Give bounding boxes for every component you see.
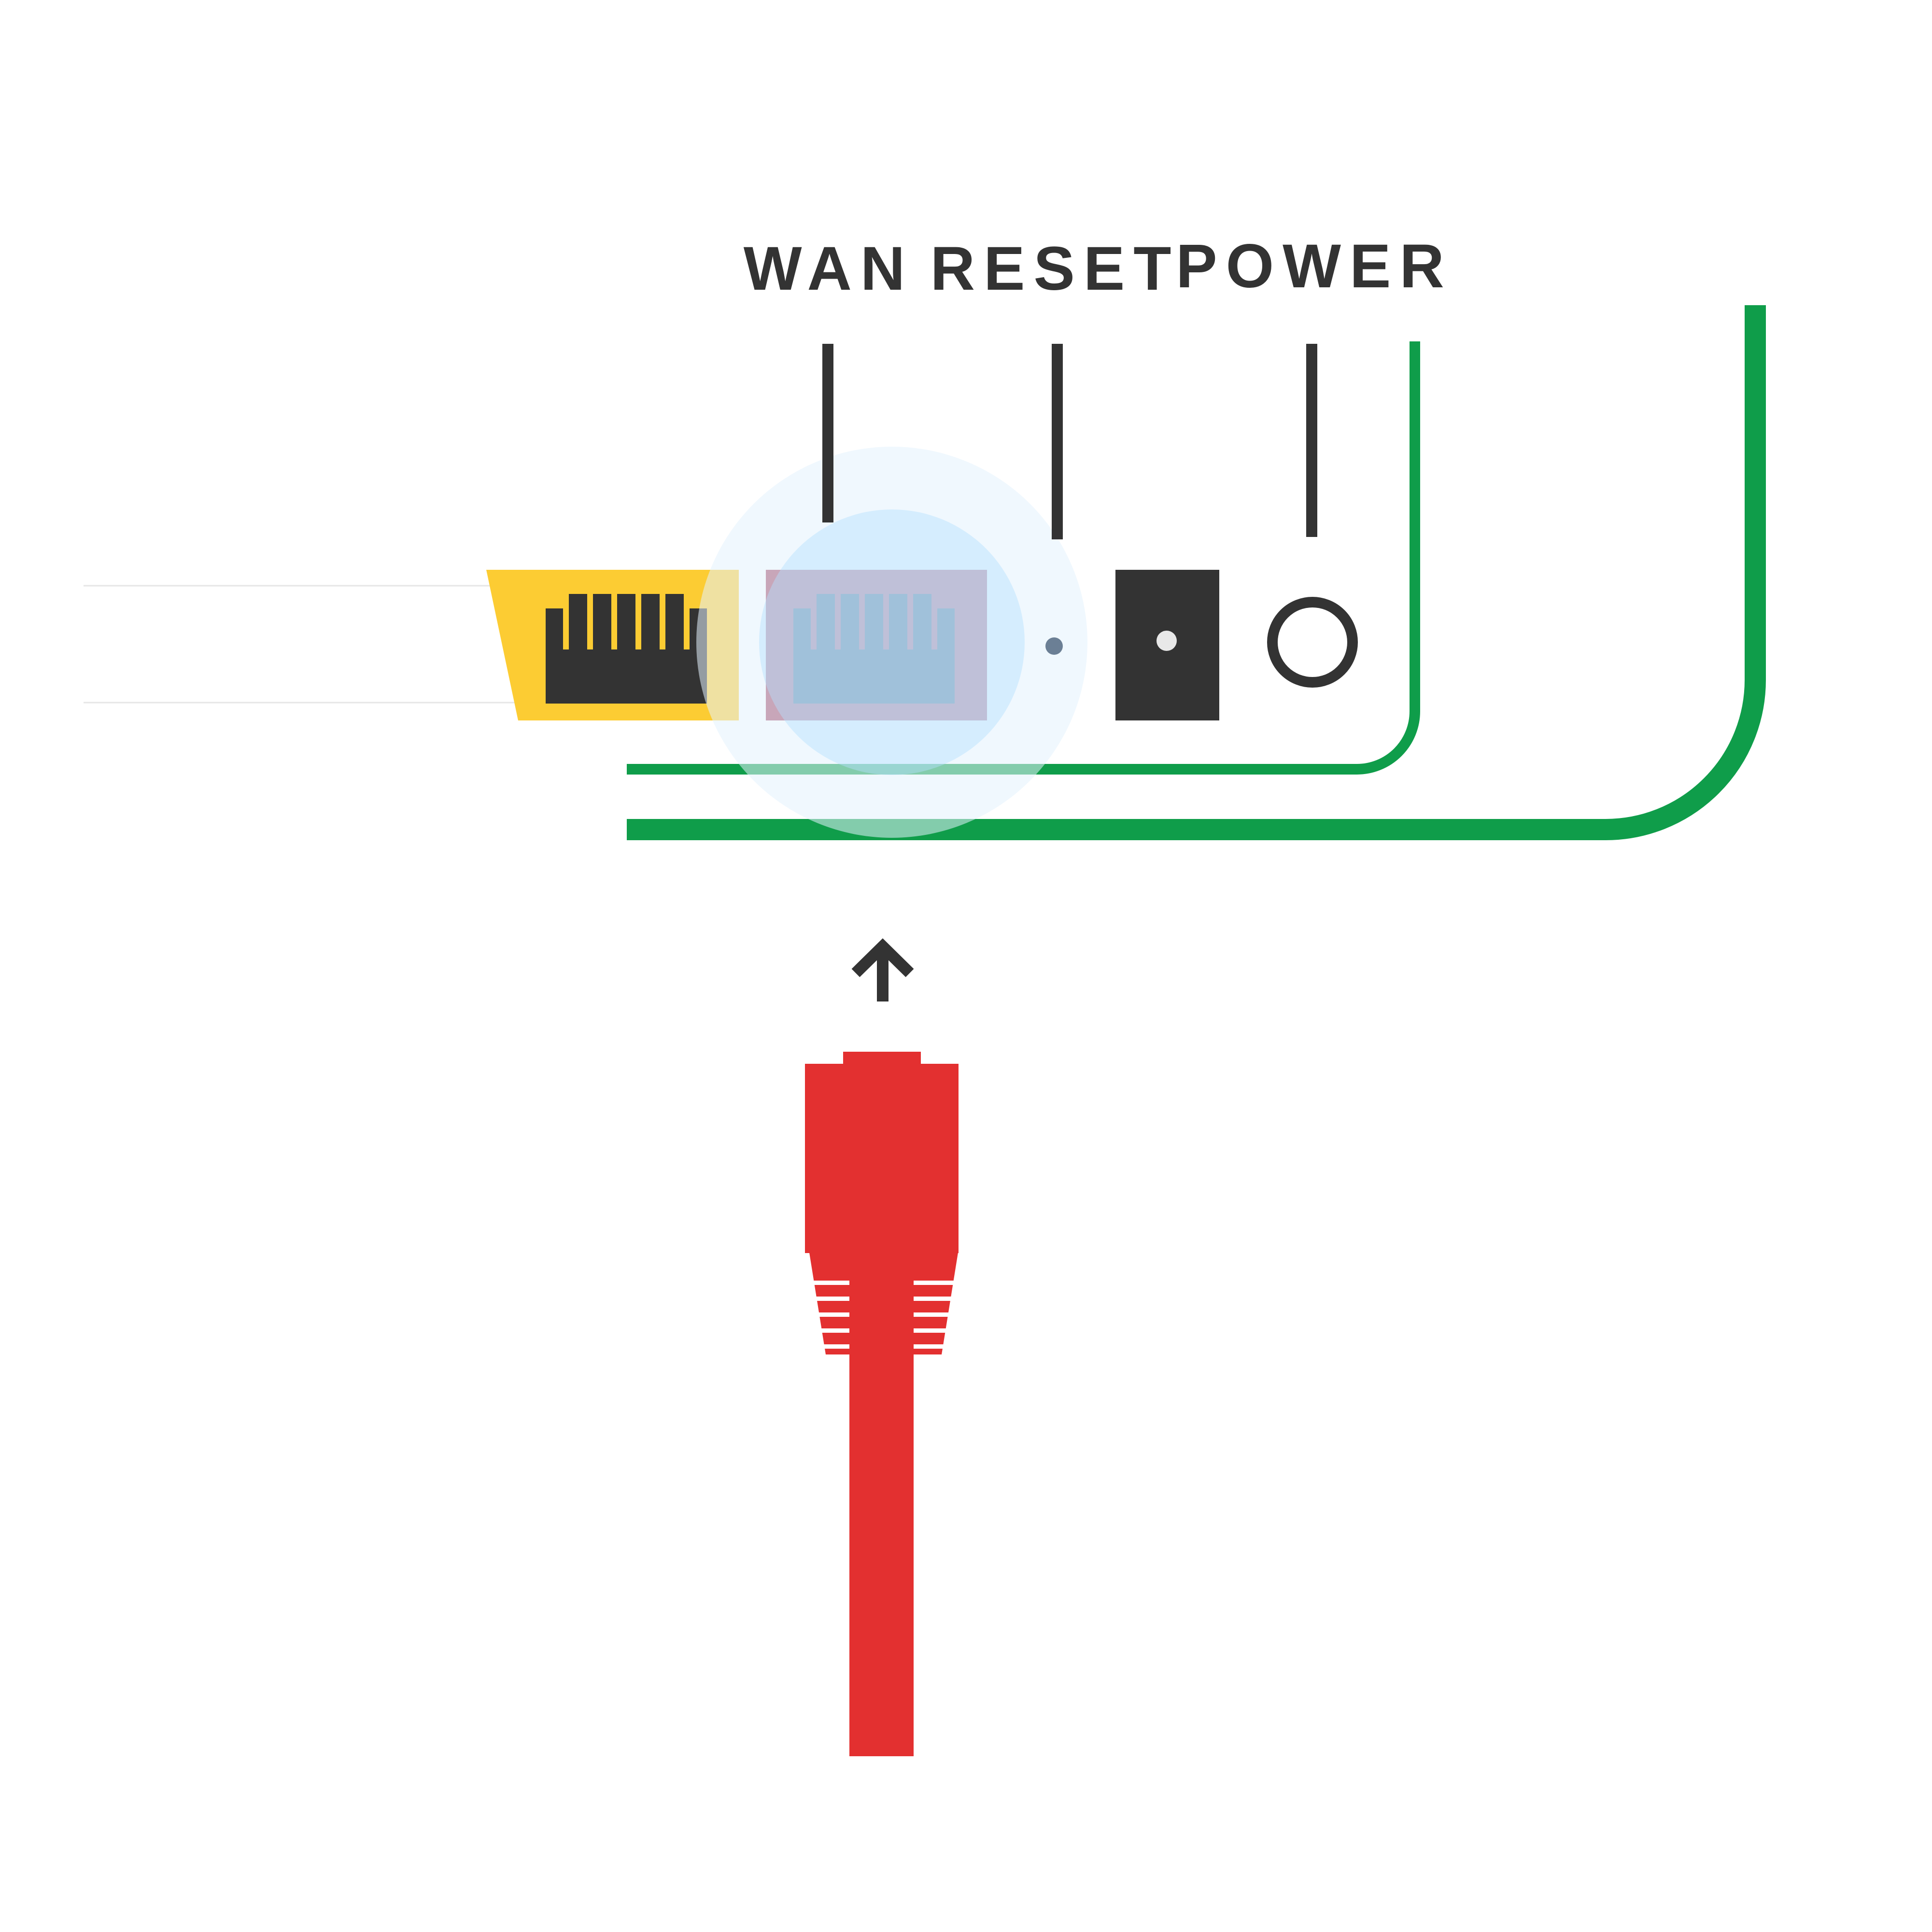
highlight-outer-ring — [696, 447, 1087, 838]
ethernet-plug-icon — [805, 1052, 959, 1756]
reset-pinhole-icon — [1045, 637, 1063, 655]
arrow-up-icon — [851, 938, 914, 1001]
highlight-inner-ring — [759, 509, 1025, 775]
power-label: POWER — [1176, 232, 1453, 301]
left-cable — [84, 585, 516, 704]
router-outer-outline — [627, 305, 1766, 840]
plug-clip — [843, 1052, 921, 1066]
dc-power-jack-icon — [1115, 570, 1219, 720]
reset-leader-line — [1052, 344, 1063, 539]
lan-port — [486, 570, 739, 720]
ethernet-port-icon — [546, 594, 707, 704]
wan-highlight — [696, 447, 1087, 838]
power-button-icon — [1267, 597, 1358, 688]
plug-boot — [809, 1250, 959, 1354]
wan-label: WAN — [744, 234, 914, 303]
wan-leader-line — [822, 344, 833, 522]
plug-cable — [849, 1340, 914, 1756]
label-leader-lines — [822, 344, 1317, 539]
router-inner-outline — [627, 341, 1420, 775]
router-body — [627, 305, 1766, 840]
plug-body — [805, 1064, 959, 1253]
power-leader-line — [1306, 344, 1317, 537]
reset-label: RESET — [931, 234, 1180, 303]
plug-grip-lines — [809, 1281, 954, 1349]
